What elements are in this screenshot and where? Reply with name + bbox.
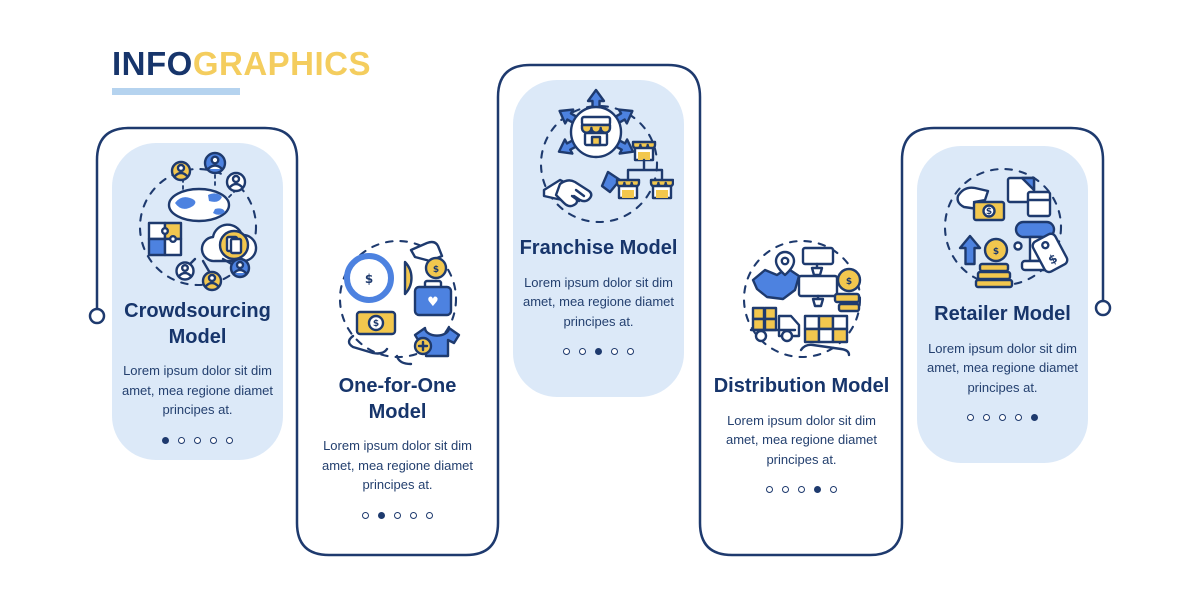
timeline-end-node [1094,299,1112,317]
pagination-dot [579,348,586,356]
pagination-dot [798,486,805,494]
pagination-dots [162,436,233,444]
card-title: Crowdsourcing Model [124,300,271,348]
pagination-dot [194,436,201,444]
pagination-dot [611,348,618,356]
svg-text:$: $ [364,272,372,286]
pagination-dot [627,348,634,356]
crowdsourcing-icon [123,149,273,299]
pagination-dot [1031,414,1038,422]
pagination-dot [378,511,385,519]
card-description: Lorem ipsum dolor sit dim amet, mea regi… [321,438,474,493]
card-crowdsourcing-model: Crowdsourcing Model Lorem ipsum dolor si… [112,143,283,460]
pagination-dot [983,414,990,422]
pagination-dot [999,414,1006,422]
pagination-dot [178,436,185,444]
card-one-for-one-model: $ $ ♥ $ One-for-One Model Lorem ipsum do… [312,218,483,519]
card-description: Lorem ipsum dolor sit dim amet, mea regi… [121,363,274,418]
pagination-dot [1015,414,1022,422]
pagination-dots [362,511,433,519]
timeline-start-node [88,307,106,325]
card-title: Franchise Model [519,237,678,259]
one-for-one-icon: $ $ ♥ $ [323,224,473,374]
pagination-dot [595,348,602,356]
title-graphics: GRAPHICS [192,45,372,82]
pagination-dot [563,348,570,356]
svg-text:$: $ [985,207,991,217]
page-title: INFOGRAPHICS [112,45,372,96]
card-retailer-model: $ $ $ Ret [917,146,1088,463]
pagination-dot [394,511,401,519]
card-title: Retailer Model [934,303,1071,325]
pagination-dots [967,414,1038,422]
svg-text:$: $ [432,265,438,275]
pagination-dot [967,414,974,422]
svg-text:$: $ [372,319,378,329]
pagination-dots [766,486,837,494]
svg-text:$: $ [992,247,998,257]
retailer-icon: $ $ $ [928,152,1078,302]
pagination-dot [830,486,837,494]
pagination-dot [782,486,789,494]
pagination-dot [210,436,217,444]
title-underline [112,88,240,96]
card-franchise-model: Franchise Model Lorem ipsum dolor sit di… [513,80,684,397]
card-description: Lorem ipsum dolor sit dim amet, mea regi… [926,340,1079,395]
pagination-dot [226,436,233,444]
card-description: Lorem ipsum dolor sit dim amet, mea regi… [522,274,675,329]
card-title: Distribution Model [713,375,890,397]
svg-text:$: $ [845,277,851,287]
pagination-dots [563,348,634,356]
pagination-dot [362,511,369,519]
pagination-dot [410,511,417,519]
card-description: Lorem ipsum dolor sit dim amet, mea regi… [725,412,878,467]
card-title: One-for-One Model [338,375,457,423]
pagination-dot [426,511,433,519]
pagination-dot [766,486,773,494]
svg-text:♥: ♥ [427,295,439,310]
franchise-icon [524,86,674,236]
pagination-dot [162,436,169,444]
timeline-line [95,63,1105,557]
card-distribution-model: $ Di [713,218,890,494]
pagination-dot [814,486,821,494]
distribution-icon: $ [727,224,877,374]
title-info: INFO [112,45,193,82]
